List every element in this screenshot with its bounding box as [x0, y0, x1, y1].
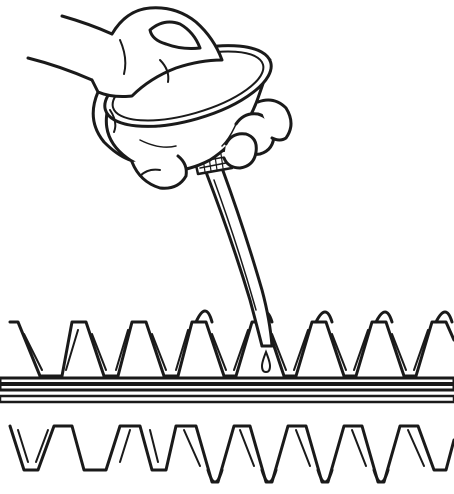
lower-blade-tips	[206, 468, 390, 484]
lower-blade-inner-edges	[17, 429, 425, 467]
oil-drop-icon	[260, 349, 272, 374]
blade-bar	[0, 376, 454, 404]
upper-blade-teeth	[8, 320, 454, 378]
upper-blade-tips	[194, 309, 454, 324]
glove-hand-icon	[26, 6, 293, 190]
oil-can-spout	[204, 166, 274, 348]
upper-blade	[8, 309, 454, 378]
upper-blade-inner-edges	[23, 329, 429, 371]
lower-blade	[8, 424, 454, 484]
